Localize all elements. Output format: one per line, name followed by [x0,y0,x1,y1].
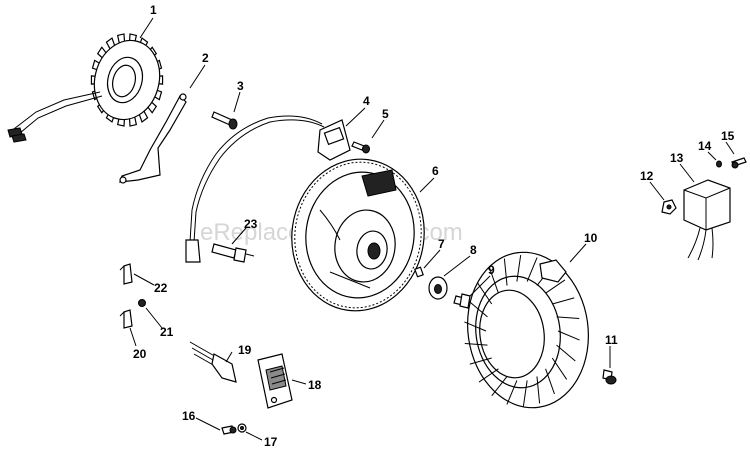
module-screw-part[interactable] [351,141,370,154]
leader-lines [129,17,735,441]
fan-blade [526,257,538,282]
callout-4: 4 [363,94,370,108]
regulator-part[interactable] [257,353,293,409]
washer-part[interactable] [428,276,448,300]
callout-15: 15 [721,129,735,143]
fan-blade [468,300,488,318]
rectifier-part[interactable] [683,179,731,261]
ignition-module-part[interactable] [185,115,351,263]
callout-10: 10 [584,231,598,245]
callout-3: 3 [237,79,244,93]
callout-1: 1 [150,3,157,17]
callout-23: 23 [244,217,258,231]
fan-blade [506,380,518,405]
callout-labels: 1 2 3 4 5 6 7 8 9 10 11 12 13 14 15 16 1… [133,3,735,449]
flywheel-bolt-part[interactable] [453,293,471,309]
callout-21: 21 [160,325,174,339]
callout-6: 6 [432,164,439,178]
callout-13: 13 [670,151,684,165]
nut-part[interactable] [661,199,677,215]
cooling-fan-part[interactable] [458,244,599,415]
screw-part[interactable] [211,111,238,130]
callout-16: 16 [182,409,196,423]
callout-20: 20 [133,347,147,361]
callout-18: 18 [308,378,322,392]
key-part[interactable] [414,266,424,278]
callout-9: 9 [488,263,495,277]
fan-blade [556,344,576,362]
callout-2: 2 [202,51,209,65]
fan-blade [464,321,487,332]
fan-blade [516,254,522,282]
fan-blade [536,376,541,404]
fan-blade [469,357,492,365]
fan-blade [478,368,499,383]
callout-7: 7 [438,237,445,251]
fan-blade [545,279,566,294]
wire-harness-part[interactable] [189,341,237,383]
callout-8: 8 [470,243,477,257]
spark-plug-part[interactable] [211,243,255,263]
fan-blade [551,357,568,380]
fan-blade [464,343,488,346]
regulator-screw-part[interactable] [221,425,237,435]
fan-blade [557,330,580,341]
callout-22: 22 [154,281,168,295]
callout-17: 17 [264,435,278,449]
callout-12: 12 [640,169,654,183]
fan-blade [556,316,580,319]
callout-14: 14 [698,139,712,153]
fan-blade [491,376,508,397]
ground-bracket-part[interactable] [119,93,187,184]
regulator-washer-part[interactable] [237,423,247,433]
fan-blade [489,267,499,294]
lower-clip-part[interactable] [119,309,133,329]
small-washer-part[interactable] [716,160,722,168]
stator-part[interactable] [7,33,168,143]
fan-blade [545,368,555,395]
callout-19: 19 [238,343,252,357]
callout-11: 11 [605,333,618,347]
fan-blade [552,297,575,305]
small-nut-part[interactable] [138,299,146,307]
rectifier-screw-part[interactable] [731,157,747,169]
fan-blade [522,380,528,408]
fan-blade [503,258,508,286]
upper-clip-part[interactable] [119,263,133,285]
fan-screw-part[interactable] [602,369,617,385]
flywheel-part[interactable] [282,151,434,320]
callout-5: 5 [382,107,389,121]
